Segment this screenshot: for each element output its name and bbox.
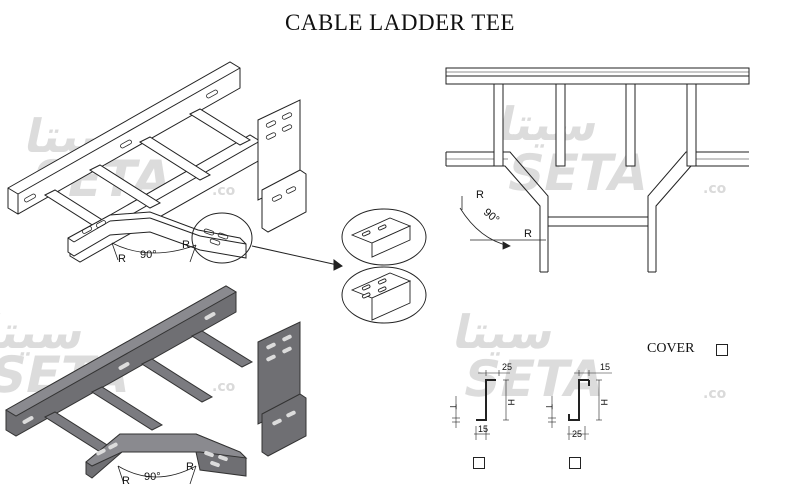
rendered-radius-label: R — [186, 461, 194, 473]
isometric-tee-rendered — [5, 285, 307, 485]
rendered-angle-label: 90° — [144, 471, 161, 483]
profile-right-top-width: 15 — [600, 362, 610, 372]
watermark-suffix: .co — [703, 181, 727, 197]
watermark-top-right: سيتا SETA .co — [493, 97, 727, 201]
watermark-suffix: .co — [212, 379, 236, 395]
svg-text:سيتا: سيتا — [0, 305, 90, 358]
profile-right-bottom-width: 25 — [572, 429, 582, 439]
isometric-tee-line-drawing — [7, 61, 307, 263]
watermark-suffix: .co — [212, 183, 236, 199]
diagram-title: CABLE LADDER TEE — [285, 10, 515, 35]
profile-section-left — [452, 370, 510, 440]
radius-label: R — [182, 239, 190, 251]
profile-right-height: H — [599, 399, 609, 406]
profile-left-bottom-width: 15 — [478, 424, 488, 434]
svg-text:سيتا: سيتا — [493, 97, 604, 150]
cover-label: COVER — [647, 341, 695, 356]
detail-profile-upper — [350, 217, 412, 258]
plan-radius-annotation — [459, 196, 546, 250]
watermark-bottom-right: سيتا SETA .co — [449, 305, 727, 407]
radius-label: R — [118, 253, 126, 265]
rendered-radius-label: R — [122, 475, 130, 487]
watermark-suffix: .co — [703, 386, 727, 402]
profile-left-checkbox[interactable] — [473, 457, 485, 469]
svg-text:سيتا: سيتا — [449, 305, 560, 358]
profile-left-thickness: T — [448, 404, 458, 410]
plan-view-tee — [445, 67, 750, 273]
cover-checkbox[interactable] — [716, 344, 728, 356]
profile-right-thickness: T — [544, 404, 554, 410]
profile-section-right — [548, 370, 612, 440]
detail-profile-lower — [350, 272, 412, 321]
profile-right-checkbox[interactable] — [569, 457, 581, 469]
angle-label: 90° — [140, 249, 157, 261]
plan-radius-label: R — [476, 189, 484, 201]
plan-angle-label: 90° — [481, 206, 501, 226]
profile-left-height: H — [506, 399, 516, 406]
profile-left-top-width: 25 — [502, 362, 512, 372]
svg-text:SETA: SETA — [458, 350, 609, 408]
plan-radius-label: R — [524, 228, 532, 240]
